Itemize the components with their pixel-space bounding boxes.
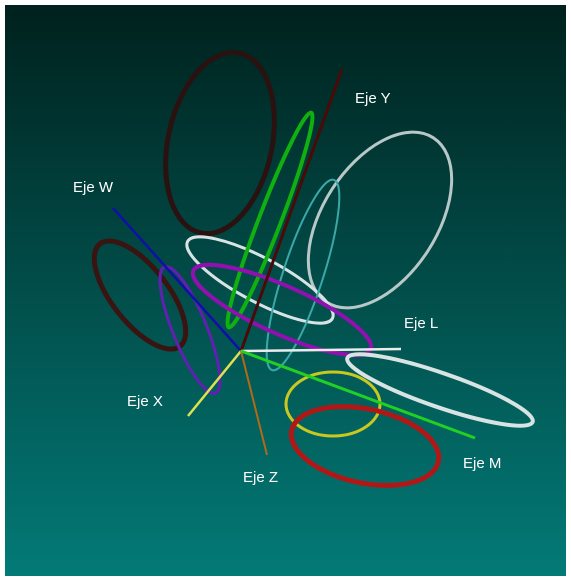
axis-labels-group: Eje W Eje Y Eje L Eje X Eje Z Eje M bbox=[73, 90, 501, 486]
axis-l-line bbox=[240, 347, 402, 353]
axis-label-l: Eje L bbox=[404, 315, 438, 332]
axis-label-m: Eje M bbox=[463, 455, 501, 472]
axis-m-line bbox=[240, 349, 476, 440]
rings-front-group bbox=[288, 404, 442, 488]
axis-label-w: Eje W bbox=[73, 179, 114, 196]
ring-white-lower-right bbox=[345, 352, 535, 428]
axis-w-line bbox=[112, 207, 242, 352]
ring-green bbox=[225, 110, 315, 330]
axes-group bbox=[112, 68, 476, 456]
axis-y-line bbox=[239, 68, 344, 352]
scene-background bbox=[5, 5, 566, 576]
ring-red bbox=[288, 404, 442, 488]
scene-3d: Eje W Eje Y Eje L Eje X Eje Z Eje M bbox=[5, 5, 566, 576]
axis-label-z: Eje Z bbox=[243, 469, 278, 486]
ring-dark-brown-top bbox=[163, 49, 277, 237]
axis-x-line bbox=[187, 350, 242, 417]
ring-cyan bbox=[265, 178, 341, 372]
axis-label-x: Eje X bbox=[127, 393, 163, 410]
axis-label-y: Eje Y bbox=[355, 90, 391, 107]
viewport-3d[interactable]: Eje W Eje Y Eje L Eje X Eje Z Eje M bbox=[5, 5, 566, 576]
axis-z-line bbox=[240, 350, 268, 456]
